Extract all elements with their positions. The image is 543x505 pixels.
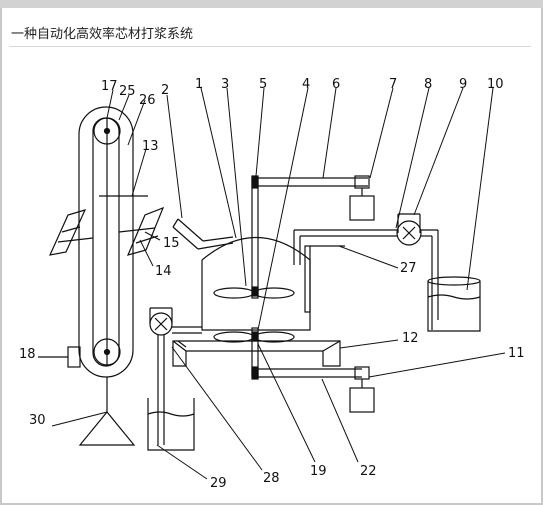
label-6: 6	[332, 77, 340, 92]
label-2: 2	[161, 83, 169, 98]
pulley-bottom-left	[251, 366, 259, 380]
label-7: 7	[389, 77, 397, 92]
label-10: 10	[487, 77, 504, 92]
label-1: 1	[195, 77, 203, 92]
label-9: 9	[459, 77, 467, 92]
figure-title: 一种自动化高效率芯材打浆系统	[11, 27, 194, 42]
base-plate-12	[172, 340, 341, 367]
motor-18	[67, 346, 81, 368]
part-labels: 17 25 26 2 1 3 5 4 6 7 8 9 10 13 15 14 2…	[19, 77, 525, 491]
upper-stirrer-left	[213, 287, 255, 299]
pump-28-assembly	[149, 307, 202, 445]
pump-9	[396, 220, 422, 246]
top-bar	[0, 0, 543, 8]
label-8: 8	[424, 77, 432, 92]
elevator-belt-inner	[92, 117, 120, 367]
upper-stirrer-right	[253, 287, 295, 299]
feed-chute-2	[172, 218, 234, 250]
label-27: 27	[400, 261, 417, 276]
label-19: 19	[310, 464, 327, 479]
label-17: 17	[101, 79, 118, 94]
label-26: 26	[139, 93, 156, 108]
pulley-top-left	[251, 175, 259, 189]
label-22: 22	[360, 464, 377, 479]
motor-7	[349, 195, 375, 221]
label-30: 30	[29, 413, 46, 428]
pipe-27	[304, 245, 311, 313]
label-15: 15	[163, 236, 180, 251]
tank-10	[427, 276, 481, 332]
label-29: 29	[210, 476, 227, 491]
main-tank	[201, 177, 311, 377]
label-5: 5	[259, 77, 267, 92]
stand-base	[78, 411, 136, 446]
top-drive	[251, 175, 375, 221]
right-bucket	[118, 206, 165, 256]
label-25: 25	[119, 84, 136, 99]
label-11: 11	[508, 346, 525, 361]
bottom-drive	[251, 366, 375, 413]
label-12: 12	[402, 331, 419, 346]
motor-11	[349, 387, 375, 413]
leader-lines	[51, 87, 506, 480]
title-divider	[9, 46, 531, 47]
label-3: 3	[221, 77, 229, 92]
label-14: 14	[155, 264, 172, 279]
label-4: 4	[302, 77, 310, 92]
label-18: 18	[19, 347, 36, 362]
tank-29	[147, 398, 195, 451]
elevator-frame-outer	[78, 106, 134, 378]
upper-shaft-collar	[251, 286, 259, 297]
left-bucket	[48, 209, 94, 256]
label-13: 13	[142, 139, 159, 154]
conveyor-elevator	[38, 106, 165, 446]
label-28: 28	[263, 471, 280, 486]
lower-shaft-collar	[251, 331, 259, 342]
pipe-and-pump	[293, 213, 439, 330]
